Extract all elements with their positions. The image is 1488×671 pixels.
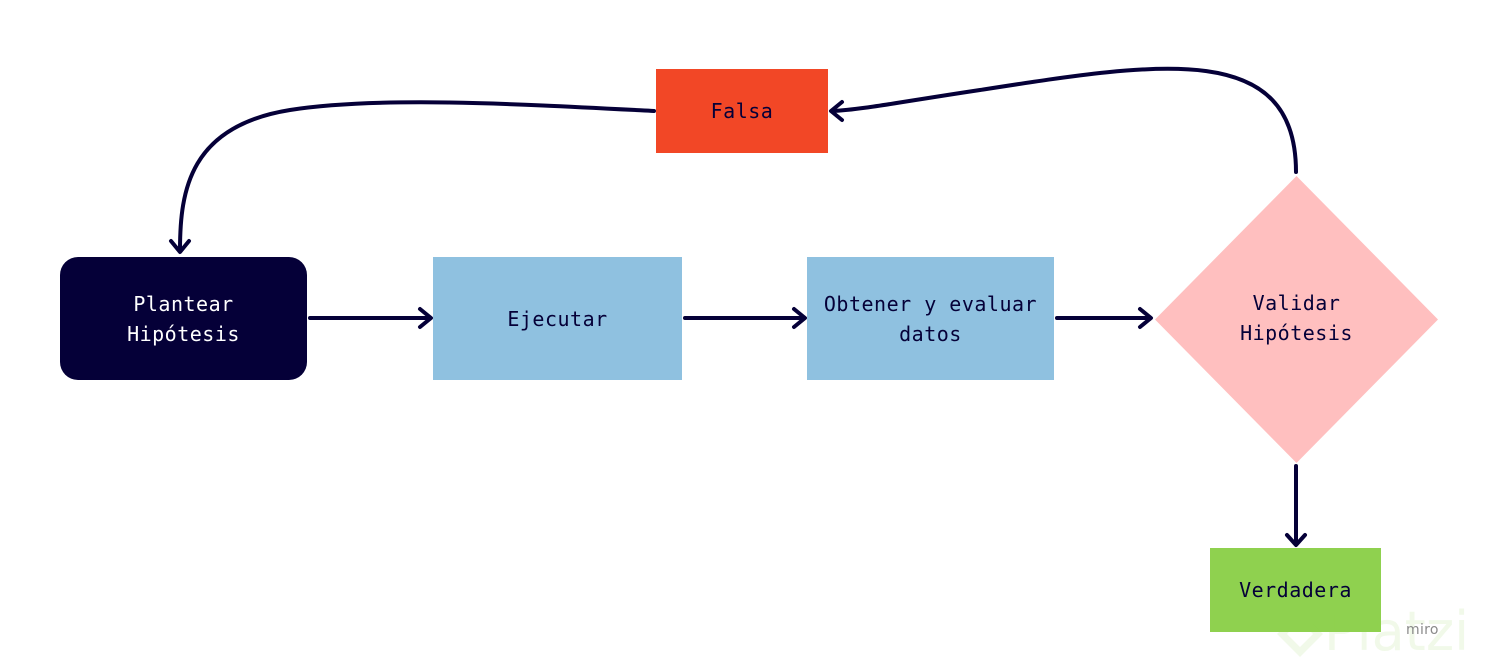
node-falsa[interactable]: Falsa [656, 69, 828, 153]
node-plantear-label: Plantear Hipótesis [127, 291, 240, 346]
svg-text:Platzi: Platzi [1324, 600, 1469, 663]
connector-validar-falsa [830, 66, 1298, 174]
arrowhead-obtener [792, 307, 807, 329]
node-validar-hipotesis: Validar Hipótesis [1195, 280, 1398, 356]
arrowhead-falsa [829, 100, 844, 122]
arrowhead-ejecutar [418, 307, 433, 329]
node-verdadera-label: Verdadera [1239, 578, 1352, 602]
miro-logo: miro [1406, 622, 1439, 638]
node-verdadera[interactable]: Verdadera [1210, 548, 1381, 632]
node-falsa-label: Falsa [710, 99, 774, 123]
arrowhead-verdadera [1285, 533, 1307, 547]
connector-falsa-plantear [178, 100, 656, 252]
node-ejecutar[interactable]: Ejecutar [433, 257, 682, 380]
node-obtener-label: Obtener y evaluar datos [823, 291, 1038, 346]
node-validar-label: Validar Hipótesis [1240, 291, 1353, 345]
node-obtener-evaluar-datos[interactable]: Obtener y evaluar datos [807, 257, 1054, 380]
node-ejecutar-label: Ejecutar [507, 306, 608, 331]
node-plantear-hipotesis[interactable]: Plantear Hipótesis [60, 257, 307, 380]
platzi-watermark-logo: Platzi [1277, 600, 1469, 663]
arrowhead-validar [1138, 307, 1153, 329]
arrowhead-plantear [169, 239, 191, 254]
node-validar-hipotesis-diamond[interactable] [1155, 176, 1438, 463]
